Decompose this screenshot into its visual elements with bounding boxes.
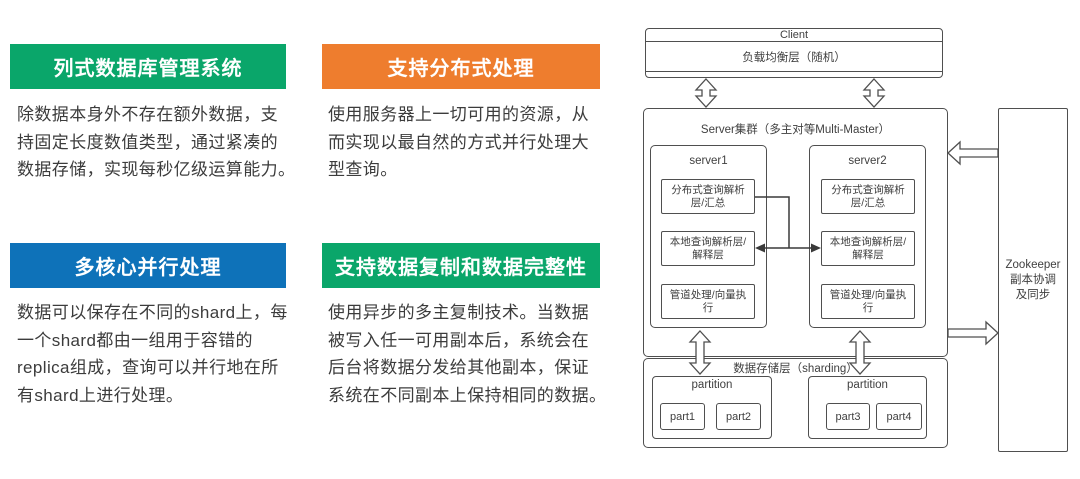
card-body-columnar-db: 除数据本身外不存在额外数据，支 持固定长度数值类型，通过紧凑的 数据存储，实现每…	[17, 105, 296, 179]
card-title: 支持分布式处理	[387, 58, 535, 80]
card-body-multicore: 数据可以保存在不同的shard上，每 一个shard都由一组用于容错的 repl…	[17, 303, 288, 405]
client-box: Client 负载均衡层（随机）	[645, 28, 943, 78]
part2-box: part2	[716, 403, 761, 430]
card-title: 多核心并行处理	[74, 257, 222, 279]
card-body-replication: 使用异步的多主复制技术。当数据 被写入任一可用副本后，系统会在 后台将数据分发给…	[328, 303, 607, 405]
client-box-title: Client	[646, 29, 942, 42]
server2-local-query-layer: 本地查询解析层/ 解释层	[821, 231, 915, 266]
card-title: 支持数据复制和数据完整性	[335, 257, 587, 279]
part1-box: part1	[660, 403, 705, 430]
zookeeper-box: Zookeeper 副本协调 及同步	[998, 108, 1068, 452]
server1-local-query-layer: 本地查询解析层/ 解释层	[661, 231, 755, 266]
card-banner-replication: 支持数据复制和数据完整性	[322, 243, 600, 288]
card-body-distributed: 使用服务器上一切可用的资源，从 而实现以最自然的方式并行处理大 型查询。	[328, 105, 589, 179]
client-box-footer	[646, 71, 942, 77]
partition2-label: partition	[847, 379, 888, 391]
partition1-label: partition	[691, 379, 733, 391]
left-arrow-icon	[947, 140, 999, 166]
load-balancer-layer: 负载均衡层（随机）	[742, 51, 846, 64]
zookeeper-label: Zookeeper 副本协调 及同步	[1005, 258, 1061, 301]
card-banner-distributed: 支持分布式处理	[322, 44, 600, 89]
server1-name: server1	[689, 155, 728, 167]
card-banner-columnar-db: 列式数据库管理系统	[10, 44, 286, 89]
card-banner-multicore: 多核心并行处理	[10, 243, 286, 288]
updown-arrow-icon	[862, 78, 886, 108]
right-arrow-icon	[947, 320, 999, 346]
server-cluster-title: Server集群（多主对等Multi-Master）	[700, 124, 891, 136]
card-title: 列式数据库管理系统	[53, 58, 243, 80]
server1-distributed-query-layer: 分布式查询解析 层/汇总	[661, 179, 755, 214]
server2-name: server2	[848, 155, 887, 167]
updown-arrow-icon	[694, 78, 718, 108]
server2-distributed-query-layer: 分布式查询解析 层/汇总	[821, 179, 915, 214]
part4-box: part4	[876, 403, 922, 430]
storage-layer-title: 数据存储层（sharding）	[733, 363, 858, 375]
server2-pipeline-layer: 管道处理/向量执 行	[821, 284, 915, 319]
server1-pipeline-layer: 管道处理/向量执 行	[661, 284, 755, 319]
part3-box: part3	[826, 403, 870, 430]
